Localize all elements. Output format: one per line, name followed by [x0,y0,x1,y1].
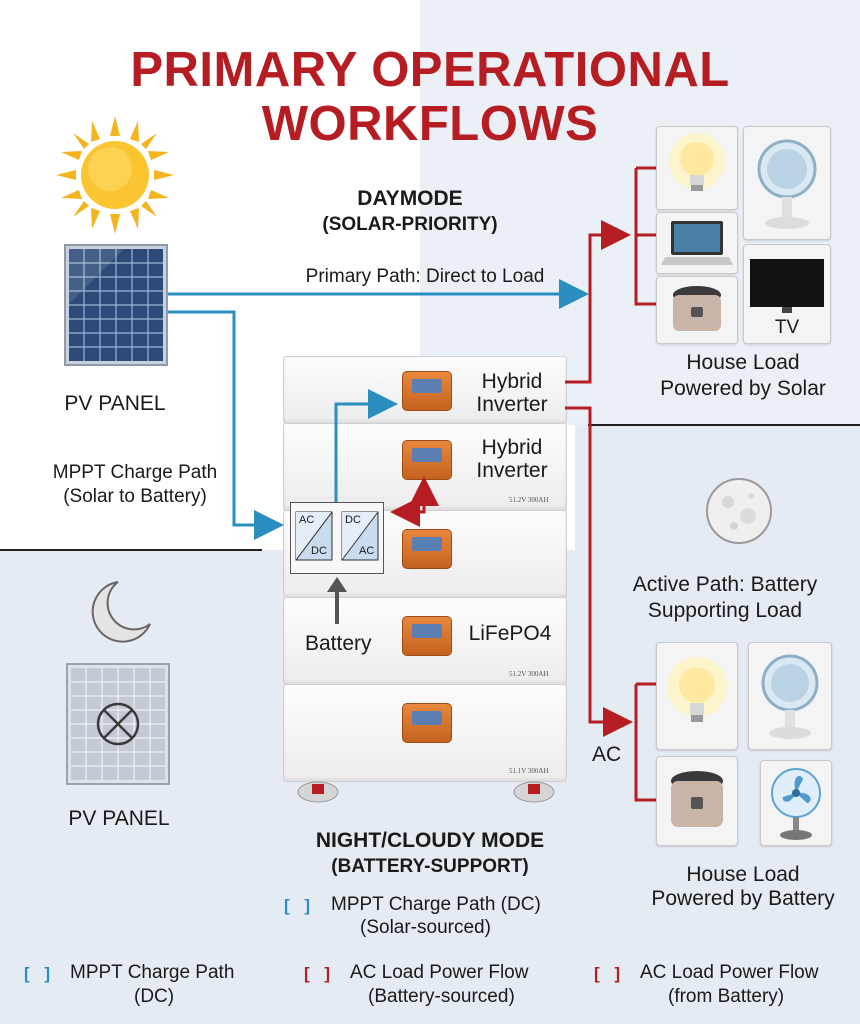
light-bulb-tile-night [656,642,738,750]
tv-label: TV [774,317,800,338]
converter-2-bottom: AC [359,545,375,557]
rice-cooker-icon [673,286,721,331]
laptop-icon [661,221,733,265]
primary-path-label: Primary Path: Direct to Load [305,266,545,287]
module-4-spec: 51.2V 300AH [509,670,549,678]
legend-mppt-line-2: (DC) [134,986,175,1007]
battery-up-arrow [327,577,347,624]
sun-icon [56,116,174,234]
laptop-tile-day [656,212,738,274]
battery-module-1 [283,356,567,424]
battery-load-feed-line [565,406,658,802]
light-bulb-icon [669,133,725,191]
desk-fan-tile-night [748,642,832,750]
module-5-display [402,703,452,743]
dc-ac-converter [341,511,379,561]
mppt-path-line [168,310,284,540]
legend-red-bracket-2: [ ] [594,964,626,983]
module-2-spec: 51.2V 300AH [509,496,549,504]
full-moon-icon [706,478,772,544]
pv-panel-night-label: PV PANEL [68,807,170,830]
night-mode-subheading: (BATTERY-SUPPORT) [331,856,529,877]
converter-2-top: DC [345,514,361,526]
active-path-label-line-1: Active Path: Battery [632,573,818,596]
rice-cooker-tile-night [656,756,738,846]
day-mode-subheading: (SOLAR-PRIORITY) [322,214,498,235]
no-solar-icon [96,702,140,746]
stack-wheels [297,781,555,803]
legend-mppt-line-1: MPPT Charge Path [70,962,235,983]
legend-ac-load-line-1: AC Load Power Flow [350,962,529,983]
converter-1-bottom: DC [311,545,327,557]
mppt-path-label-line-2: (Solar to Battery) [63,486,207,507]
inverter-2-to-converter-line [390,476,439,527]
house-load-battery-line-1: House Load [686,863,800,886]
battery-label: Battery [305,632,372,655]
desk-fan-icon [761,654,819,739]
module-1-display [402,371,452,411]
night-mode-heading: NIGHT/CLOUDY MODE [315,829,545,852]
desk-fan-tile-day [743,126,831,240]
crescent-moon-icon [91,581,151,643]
pedestal-fan-tile [760,760,832,846]
desk-fan-icon [757,139,817,229]
tv-icon [750,259,824,313]
module-3-display [402,529,452,569]
hybrid-inverter-2-line-2: Inverter [476,459,548,482]
hybrid-inverter-2-line-1: Hybrid [481,436,543,459]
hybrid-inverter-1-line-2: Inverter [476,393,548,416]
legend-ac-load-line-2: (Battery-sourced) [368,986,515,1007]
legend-blue-bracket-1: [ ] [284,896,316,915]
legend-red-bracket-1: [ ] [304,964,336,983]
lifepo4-label: LiFePO4 [468,622,552,645]
title-line-2: WORKFLOWS [261,97,599,151]
legend-mppt-dc-line-1: MPPT Charge Path (DC) [331,894,541,915]
day-mode-heading: DAYMODE [357,187,463,210]
active-path-label-line-2: Supporting Load [647,599,803,622]
mppt-path-label-line-1: MPPT Charge Path [52,462,218,483]
legend-ac-from-line-1: AC Load Power Flow [640,962,819,983]
house-load-solar-line-2: Powered by Solar [660,377,826,400]
battery-module-4: 51.2V 300AH [283,597,567,685]
module-2-display [402,440,452,480]
module-4-display [402,616,452,656]
pv-panel-day-icon [64,244,168,366]
title-line-1: PRIMARY OPERATIONAL [130,43,730,97]
legend-ac-from-line-2: (from Battery) [668,986,785,1007]
converter-1-top: AC [299,514,315,526]
pv-panel-day-label: PV PANEL [64,392,166,415]
light-bulb-icon [667,657,727,722]
ac-dc-converter [295,511,333,561]
light-bulb-tile-day [656,126,738,210]
rice-cooker-icon [671,771,723,827]
legend-blue-bracket-2: [ ] [24,964,56,983]
rice-cooker-tile-day [656,276,738,344]
converter-to-inverter-line [334,389,398,502]
solar-load-feed-line [565,166,658,384]
mode-divider-right [588,424,860,426]
hybrid-inverter-1-line-1: Hybrid [481,370,543,393]
tv-tile: TV [743,244,831,344]
mode-divider-left [0,549,262,551]
battery-module-5: 51.1V 300AH [283,684,567,782]
legend-mppt-dc-line-2: (Solar-sourced) [360,917,491,938]
pedestal-fan-icon [771,768,821,840]
house-load-solar-line-1: House Load [686,351,800,374]
module-5-spec: 51.1V 300AH [509,767,549,775]
converter-box: AC DC DC AC [290,502,384,574]
ac-label: AC [592,743,622,766]
house-load-battery-line-2: Powered by Battery [651,887,835,910]
